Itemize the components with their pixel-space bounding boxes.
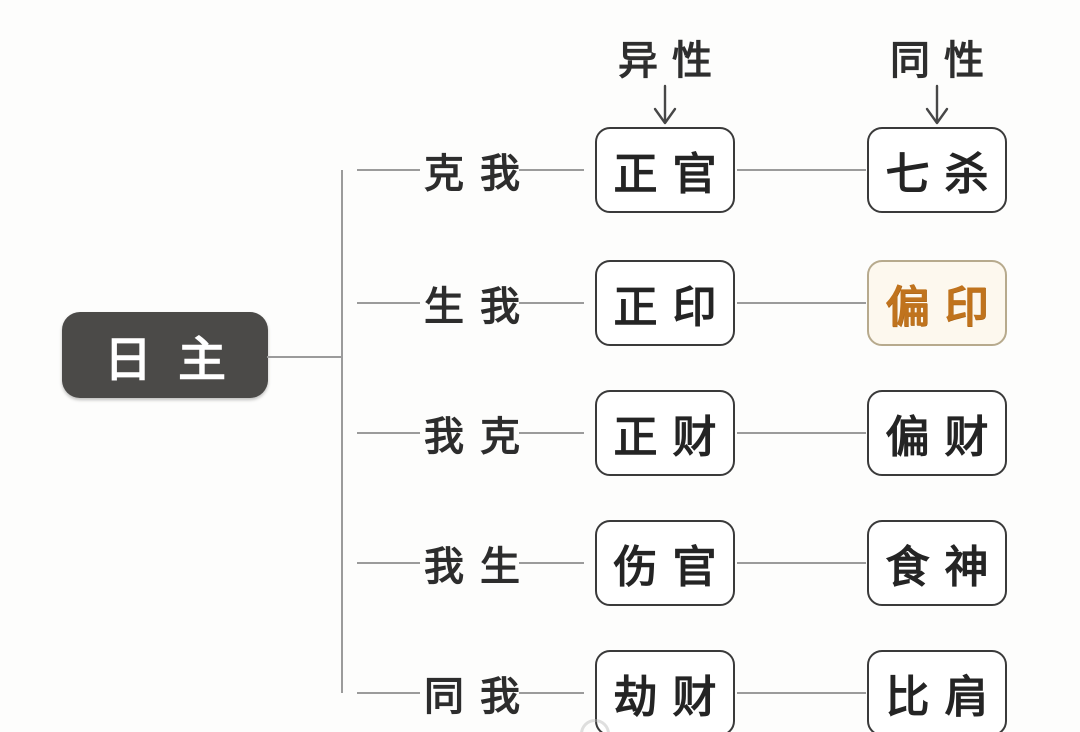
diagram-row-tong-wo: 同我 劫财 比肩 xyxy=(342,650,1080,732)
branch-line xyxy=(519,692,584,694)
branch-line xyxy=(357,302,420,304)
relation-label: 克我 xyxy=(424,151,536,197)
node-zheng-guan: 正官 xyxy=(595,127,735,213)
branch-line xyxy=(357,432,420,434)
connector-line xyxy=(737,169,866,171)
relation-label: 生我 xyxy=(424,284,536,330)
diagram-row-sheng-wo: 生我 正印 偏印 xyxy=(342,260,1080,346)
node-shang-guan: 伤官 xyxy=(595,520,735,606)
node-label: 正印 xyxy=(613,282,732,333)
node-label: 伤官 xyxy=(613,542,732,593)
down-arrow-icon xyxy=(925,84,949,125)
down-arrow-icon xyxy=(653,84,677,125)
day-master-label: 日主 xyxy=(103,332,252,388)
node-qi-sha: 七杀 xyxy=(867,127,1007,213)
node-zheng-cai: 正财 xyxy=(595,390,735,476)
node-label: 劫财 xyxy=(613,672,732,723)
branch-line xyxy=(519,562,584,564)
day-master-node: 日主 xyxy=(62,312,268,398)
branch-line xyxy=(519,169,584,171)
node-pian-cai: 偏财 xyxy=(867,390,1007,476)
connector-line xyxy=(737,432,866,434)
trunk-line xyxy=(341,170,343,693)
node-jie-cai: 劫财 xyxy=(595,650,735,732)
connector-line xyxy=(737,562,866,564)
diagram-row-wo-ke: 我克 正财 偏财 xyxy=(342,390,1080,476)
node-pian-yin-highlighted: 偏印 xyxy=(867,260,1007,346)
branch-line xyxy=(357,692,420,694)
branch-line xyxy=(519,432,584,434)
node-label: 偏印 xyxy=(885,282,1004,333)
diagram-row-ke-wo: 克我 正官 七杀 xyxy=(342,127,1080,213)
branch-line xyxy=(519,302,584,304)
node-label: 七杀 xyxy=(885,149,1004,200)
relation-label: 我克 xyxy=(424,414,536,460)
root-connector-line xyxy=(267,356,342,358)
node-shi-shen: 食神 xyxy=(867,520,1007,606)
branch-line xyxy=(357,169,420,171)
column-header-same-polarity: 同性 xyxy=(890,38,998,84)
node-label: 正财 xyxy=(613,412,732,463)
branch-line xyxy=(357,562,420,564)
relation-label: 我生 xyxy=(424,544,536,590)
connector-line xyxy=(737,302,866,304)
node-label: 比肩 xyxy=(885,672,1004,723)
relation-label: 同我 xyxy=(424,674,536,720)
diagram-row-wo-sheng: 我生 伤官 食神 xyxy=(342,520,1080,606)
column-header-opposite-polarity: 异性 xyxy=(618,38,726,84)
connector-line xyxy=(737,692,866,694)
node-label: 食神 xyxy=(885,542,1004,593)
node-label: 偏财 xyxy=(885,412,1004,463)
node-bi-jian: 比肩 xyxy=(867,650,1007,732)
node-zheng-yin: 正印 xyxy=(595,260,735,346)
node-label: 正官 xyxy=(613,149,732,200)
